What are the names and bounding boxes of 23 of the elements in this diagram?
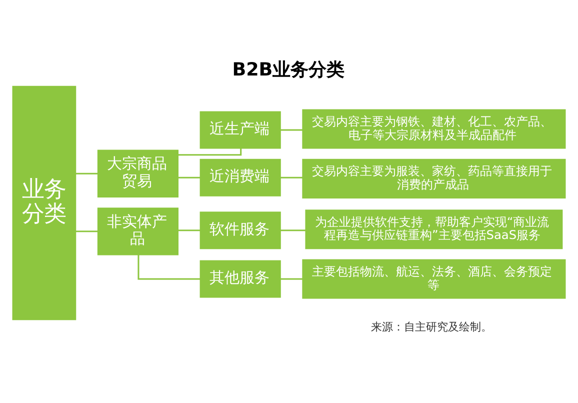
connector [76,172,98,174]
connector [76,230,98,232]
node-box: 大宗商品贸易 [97,149,178,197]
node-box: 其他服务 [200,260,281,298]
connector [178,148,242,156]
node-box: 为企业提供软件支持，帮助客户实现“商业流程再造与供应链重构”主要包括SaaS服务 [305,209,563,249]
node-box: 近生产端 [200,110,281,148]
connector [280,278,303,280]
node-box: 交易内容主要为服装、家纺、药品等直接用于消费的产成品 [302,158,566,198]
node-box: 业务分类 [12,85,76,320]
connector [138,254,200,280]
connector [280,176,303,178]
label: 来源：自主研究及绘制。 [371,320,492,334]
node-box: 近消费端 [200,158,281,196]
connector [280,128,303,130]
connector [280,229,306,231]
node-box: 交易内容主要为钢铁、建材、化工、农产品、电子等大宗原材料及半成品配件 [302,108,566,148]
node-box: 软件服务 [200,211,281,249]
node-box: 非实体产品 [97,207,178,255]
node-box: 主要包括物流、航运、法务、酒店、会务预定等 [302,258,566,298]
connector [178,176,200,178]
connector [178,229,200,231]
diagram-title: B2B业务分类 [232,59,345,80]
